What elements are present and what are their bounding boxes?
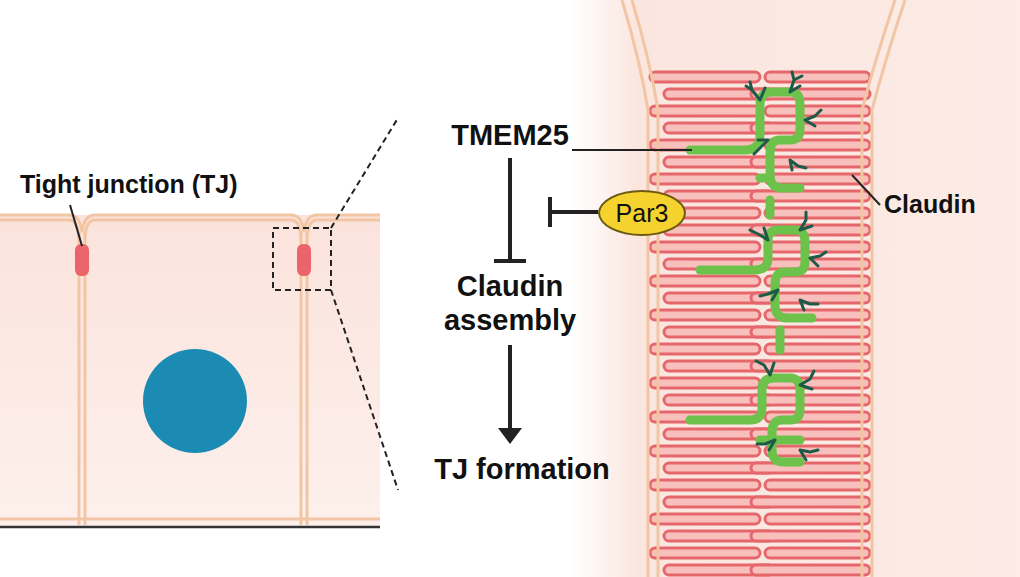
node-text: Claudin assembly	[430, 269, 590, 337]
lateral-membrane	[84, 232, 87, 525]
claudin-strand	[765, 514, 870, 524]
basal-membrane	[0, 518, 380, 521]
claudin-strand	[650, 310, 760, 320]
claudin-strand	[650, 480, 760, 490]
claudin-strand	[751, 361, 870, 371]
tmem25-protein	[690, 92, 812, 462]
claudin-strands	[650, 72, 870, 575]
membrane	[632, 0, 658, 577]
cell-background	[0, 215, 380, 527]
zoom-background	[570, 0, 1020, 577]
lateral-membrane	[306, 232, 309, 525]
claudin-strand	[765, 72, 870, 82]
claudin-strand	[765, 208, 870, 218]
inhibition-line	[552, 210, 598, 214]
zoom-box	[273, 228, 331, 290]
apical-membrane	[0, 215, 380, 232]
claudin-strand	[751, 327, 870, 337]
claudin-strand	[650, 446, 760, 456]
outcome-label: TJ formation	[412, 448, 632, 490]
text-label: Tight junction (TJ)	[20, 170, 238, 199]
leader-line	[852, 175, 880, 205]
lateral-membrane	[78, 232, 81, 525]
glycan-chains	[746, 72, 826, 460]
membrane	[622, 0, 648, 577]
connector	[498, 345, 522, 444]
tight-junction	[75, 244, 89, 276]
claudin-strand	[650, 106, 760, 116]
text-label: Claudin	[884, 190, 976, 219]
tight-junction	[297, 244, 311, 276]
basement-line	[0, 526, 380, 529]
claudin-strand	[650, 276, 760, 286]
claudin-strand	[751, 395, 870, 405]
zoom-line	[331, 290, 398, 490]
claudin-strand	[765, 548, 870, 558]
connector	[494, 158, 526, 261]
claudin-strand	[650, 72, 760, 82]
node-text: TMEM25	[451, 118, 569, 152]
claudin-strand	[765, 242, 870, 252]
claudin-strand	[765, 174, 870, 184]
claudin-strand	[650, 548, 760, 558]
claudin-strand	[650, 344, 760, 354]
zoom-line	[331, 118, 398, 228]
membrane	[862, 0, 895, 577]
protein-ellipse: Par3	[598, 190, 686, 236]
claudin-strand	[751, 497, 870, 507]
claudin-strand	[751, 531, 870, 541]
claudin-strand	[751, 463, 870, 473]
membrane	[872, 0, 905, 577]
protein-label: TMEM25	[448, 116, 572, 154]
node-text: Par3	[616, 196, 669, 230]
process-label: Claudin assembly	[430, 265, 590, 341]
node-text: TJ formation	[434, 452, 610, 486]
inhibition-bar	[548, 197, 552, 227]
leader-line	[70, 205, 82, 246]
claudin-strand	[650, 514, 760, 524]
leader-line	[572, 149, 692, 151]
nucleus	[143, 349, 247, 453]
claudin-strand	[650, 242, 760, 252]
claudin-strand	[751, 565, 870, 575]
claudin-strand	[650, 378, 760, 388]
claudin-strand	[765, 480, 870, 490]
claudin-strand	[650, 174, 760, 184]
lateral-membrane	[300, 232, 303, 525]
